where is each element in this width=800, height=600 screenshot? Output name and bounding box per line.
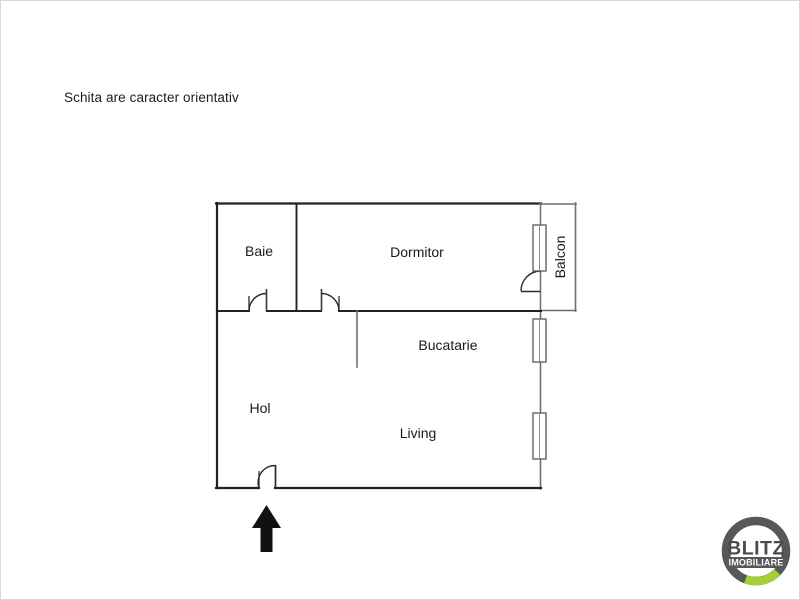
balcon-door-arc	[520, 270, 541, 292]
window-bucatarie	[532, 318, 547, 363]
entrance-door-arc	[257, 464, 276, 489]
logo-subtitle-bar	[729, 557, 783, 568]
room-label-living: Living	[399, 425, 437, 441]
logo-brand-text: BLITZ	[727, 538, 785, 560]
window-balcon	[532, 224, 547, 272]
logo-subtitle-text: IMOBILIARE	[729, 558, 784, 568]
room-label-balcon: Balcon	[552, 235, 568, 279]
disclaimer-note: Schita are caracter orientativ	[64, 90, 239, 105]
baie-door-arc	[248, 292, 267, 312]
window-living	[532, 412, 547, 460]
entrance-direction-arrow	[252, 505, 281, 552]
room-label-hol: Hol	[249, 400, 271, 416]
dormitor-door-arc	[321, 292, 340, 312]
room-label-dormitor: Dormitor	[390, 244, 444, 260]
logo-ring-accent	[743, 569, 781, 586]
blitz-imobiliare-logo[interactable]: BLITZ IMOBILIARE	[719, 514, 793, 588]
room-label-bucatarie: Bucatarie	[418, 337, 478, 353]
room-label-baie: Baie	[244, 243, 274, 259]
